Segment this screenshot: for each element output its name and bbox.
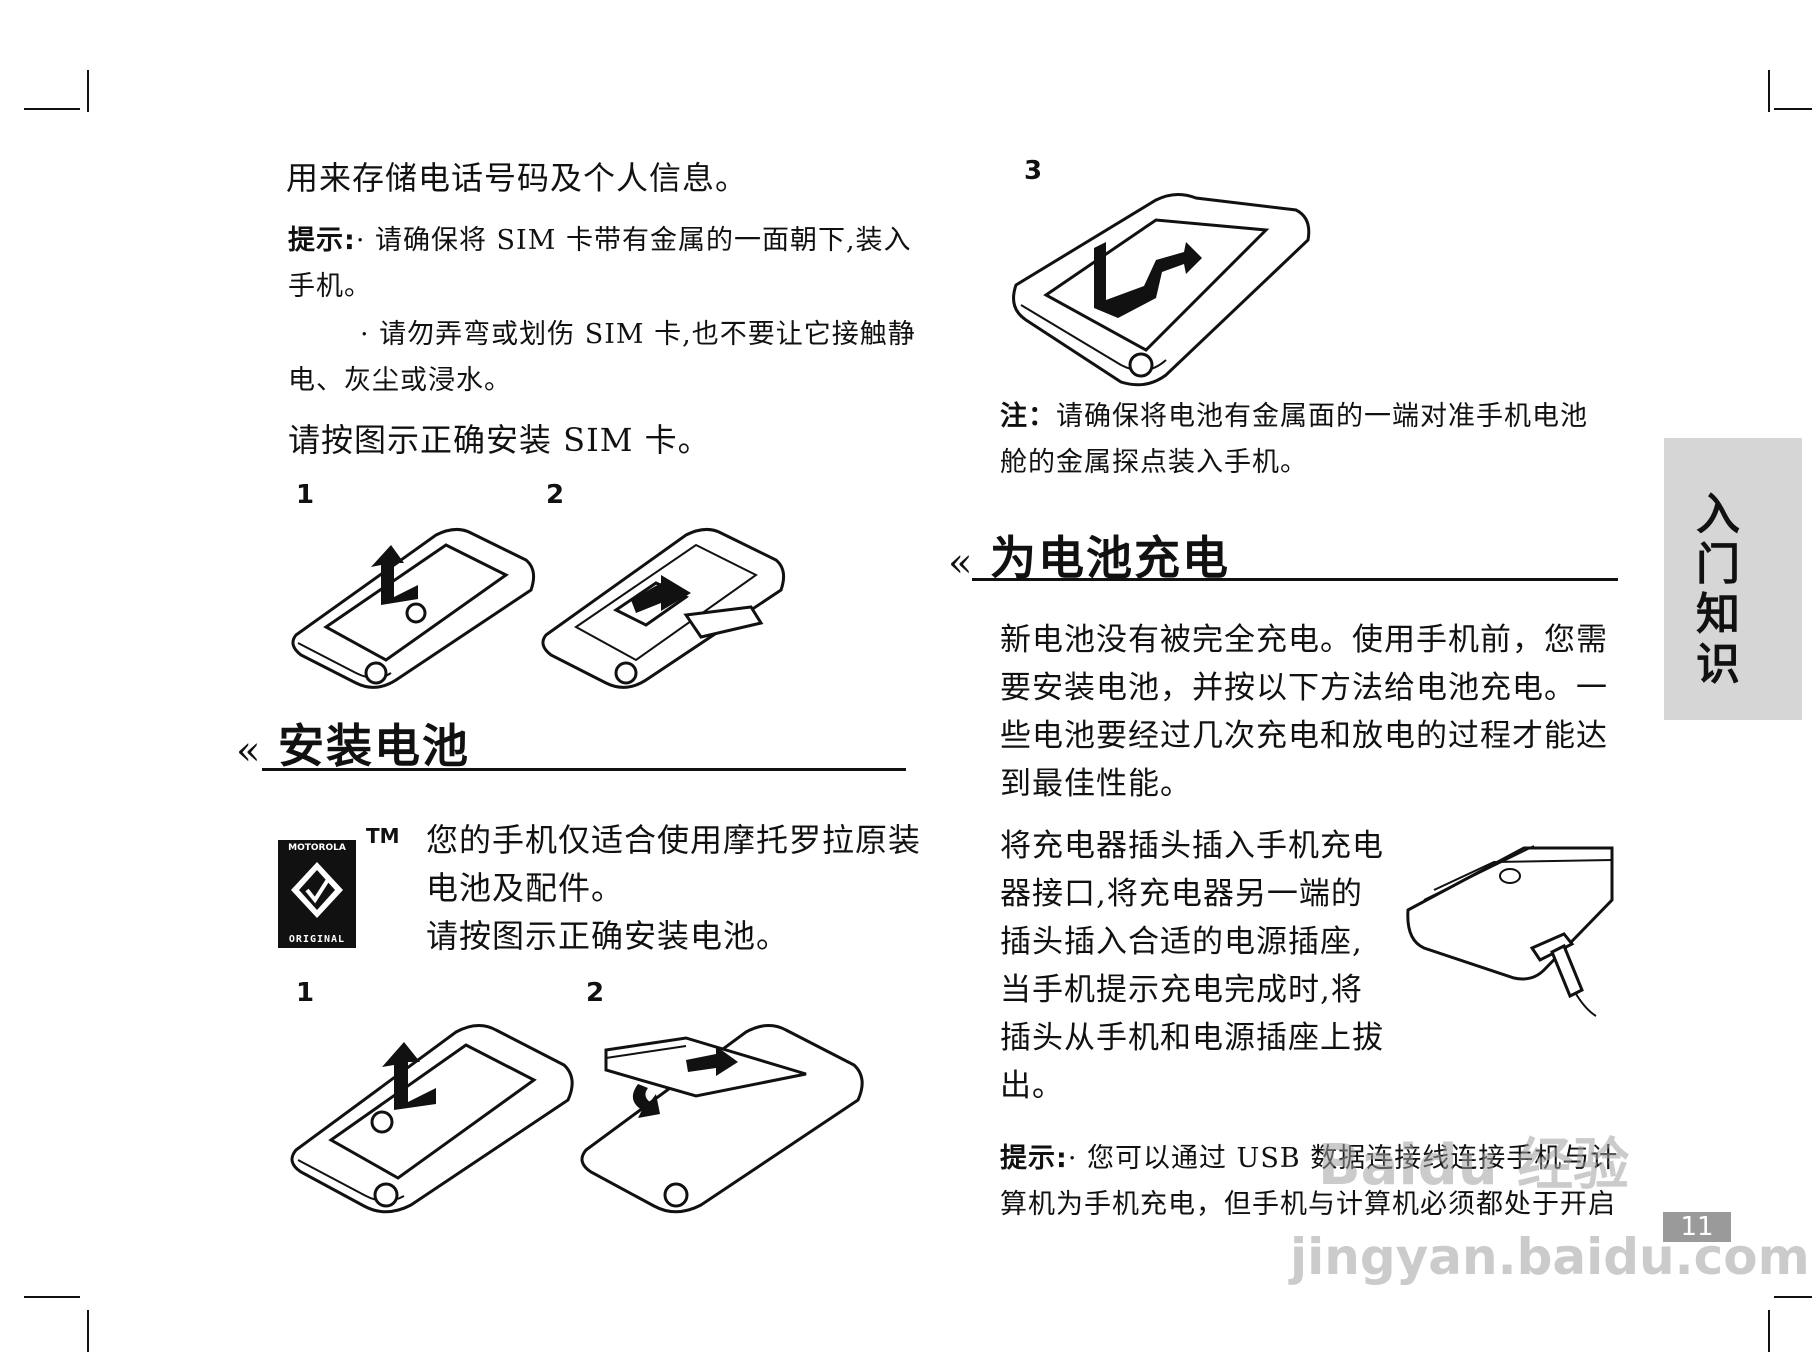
sim-step-1-number: 1 [296, 480, 315, 510]
charger-para-line-6: 出。 [1000, 1068, 1064, 1104]
tip-1: 提示:· 请确保将 SIM 卡带有金属的一面朝下,装入 [288, 218, 912, 264]
charge-tip-text-2: 算机为手机充电，但手机与计算机必须都处于开启 [1000, 1189, 1616, 1220]
chevron-icon: « [236, 728, 261, 774]
note-text-2: 舱的金属探点装入手机。 [1000, 447, 1308, 478]
charge-tip: 提示:· 您可以通过 USB 数据连接线连接手机与计 [1000, 1136, 1618, 1182]
trademark-symbol: TM [366, 824, 400, 848]
tip-1-text: · 请确保将 SIM 卡带有金属的一面朝下,装入 [355, 225, 912, 256]
sim-instruction: 请按图示正确安装 SIM 卡。 [288, 421, 711, 459]
tip-label: 提示: [288, 225, 356, 256]
crop-mark [1768, 1310, 1770, 1352]
sim-step-2-number: 2 [546, 480, 565, 510]
motorola-original-logo: MOTOROLA ORIGINAL [278, 840, 356, 948]
crop-mark [1768, 70, 1770, 112]
charger-para-line-3: 插头插入合适的电源插座, [1000, 924, 1363, 960]
note-text-1: 请确保将电池有金属面的一端对准手机电池 [1056, 401, 1588, 432]
battery-text-1: 您的手机仅适合使用摩托罗拉原装 [426, 821, 922, 859]
chapter-side-tab [1664, 438, 1802, 720]
chapter-side-tab-label: 入门知识 [1696, 489, 1740, 690]
charger-illustration [1406, 845, 1614, 1017]
charge-heading-rule [972, 578, 1618, 581]
charge-heading: 为电池充电 [990, 531, 1230, 585]
battery-step-2-illustration [580, 1024, 864, 1214]
note: 注：请确保将电池有金属面的一端对准手机电池 [1000, 394, 1588, 440]
chevron-icon: « [948, 540, 973, 586]
battery-step-3-number: 3 [1024, 156, 1043, 186]
battery-text-2: 电池及配件。 [426, 869, 625, 907]
crop-mark [87, 70, 89, 112]
crop-mark [24, 108, 80, 110]
crop-mark [1774, 108, 1812, 110]
tip-2: · 请勿弄弯或划伤 SIM 卡,也不要让它接触静 [360, 319, 916, 350]
charge-para-line-1: 新电池没有被完全充电。使用手机前，您需 [1000, 622, 1608, 658]
logo-bottom-text: ORIGINAL [288, 934, 346, 945]
note-label: 注： [1000, 401, 1056, 432]
charger-para-line-2: 器接口,将充电器另一端的 [1000, 876, 1363, 912]
charge-para-line-4: 到最佳性能。 [1000, 766, 1192, 802]
crop-mark [87, 1310, 89, 1352]
page-number: 11 [1663, 1212, 1731, 1242]
battery-step-2-number: 2 [586, 978, 605, 1008]
charge-tip-label: 提示: [1000, 1143, 1068, 1174]
battery-step-1-number: 1 [296, 978, 315, 1008]
battery-heading: 安装电池 [278, 719, 470, 773]
crop-mark [1774, 1296, 1812, 1298]
tip-1-cont: 手机。 [288, 271, 372, 302]
battery-step-1-illustration [290, 1024, 574, 1214]
logo-top-text: MOTOROLA [288, 843, 346, 853]
sim-step-2-illustration [541, 528, 786, 689]
charge-para-line-2: 要安装电池，并按以下方法给电池充电。一 [1000, 670, 1608, 706]
battery-heading-rule [262, 768, 906, 771]
watermark-url: jingyan.baidu.com [1290, 1228, 1810, 1286]
charger-para-line-4: 当手机提示充电完成时,将 [1000, 972, 1363, 1008]
tip-2-cont: 电、灰尘或浸水。 [288, 365, 512, 396]
charger-para-line-1: 将充电器插头插入手机充电 [1000, 828, 1384, 864]
charge-tip-text-1: · 您可以通过 USB 数据连接线连接手机与计 [1067, 1143, 1619, 1174]
crop-mark [24, 1296, 80, 1298]
battery-step-3-illustration [1012, 193, 1311, 387]
watermark-brand: Baidu 经验 [1318, 1133, 1630, 1198]
charger-para-line-5: 插头从手机和电源插座上拔 [1000, 1020, 1384, 1056]
sim-step-1-illustration [291, 528, 536, 689]
charge-para-line-3: 些电池要经过几次充电和放电的过程才能达 [1000, 718, 1608, 754]
intro-line: 用来存储电话号码及个人信息。 [286, 159, 749, 197]
battery-text-3: 请按图示正确安装电池。 [426, 917, 790, 955]
